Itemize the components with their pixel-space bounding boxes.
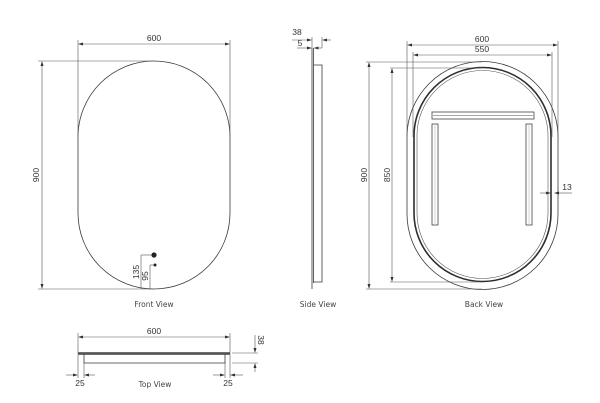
top-depth-dim: 38 bbox=[256, 335, 266, 345]
back-frame-dim: 13 bbox=[562, 182, 572, 192]
back-view-label: Back View bbox=[465, 300, 503, 309]
front-view: 600 900 135 95 Front View bbox=[31, 33, 231, 309]
front-width-dim: 600 bbox=[147, 33, 161, 43]
sensor-dim-135: 135 bbox=[131, 265, 141, 279]
front-view-label: Front View bbox=[134, 300, 173, 309]
side-glass-dim: 5 bbox=[298, 38, 303, 48]
side-view: 38 5 Side View bbox=[292, 27, 336, 309]
sensor-button-icon bbox=[151, 252, 157, 258]
back-inner-width-dim: 550 bbox=[475, 44, 489, 54]
sensor-led-icon bbox=[153, 263, 157, 267]
top-left-inset-dim: 25 bbox=[75, 378, 85, 388]
back-inner-height-dim: 850 bbox=[382, 168, 392, 182]
back-view: 600 550 900 850 13 Back View bbox=[359, 34, 572, 309]
sensor-dim-95: 95 bbox=[140, 271, 150, 281]
front-height-dim: 900 bbox=[31, 168, 41, 182]
back-outer-outline bbox=[406, 61, 559, 290]
top-view: 600 38 25 25 Top View bbox=[66, 326, 266, 389]
back-outer-height-dim: 900 bbox=[359, 168, 369, 182]
front-mirror-outline bbox=[77, 60, 231, 290]
back-outer-width-dim: 600 bbox=[475, 34, 489, 44]
top-right-inset-dim: 25 bbox=[223, 378, 233, 388]
top-view-label: Top View bbox=[138, 380, 172, 389]
top-width-dim: 600 bbox=[147, 326, 161, 336]
back-frame-ring bbox=[413, 66, 552, 283]
side-view-label: Side View bbox=[300, 300, 336, 309]
side-depth-dim: 38 bbox=[292, 27, 302, 37]
top-glass bbox=[77, 352, 231, 355]
